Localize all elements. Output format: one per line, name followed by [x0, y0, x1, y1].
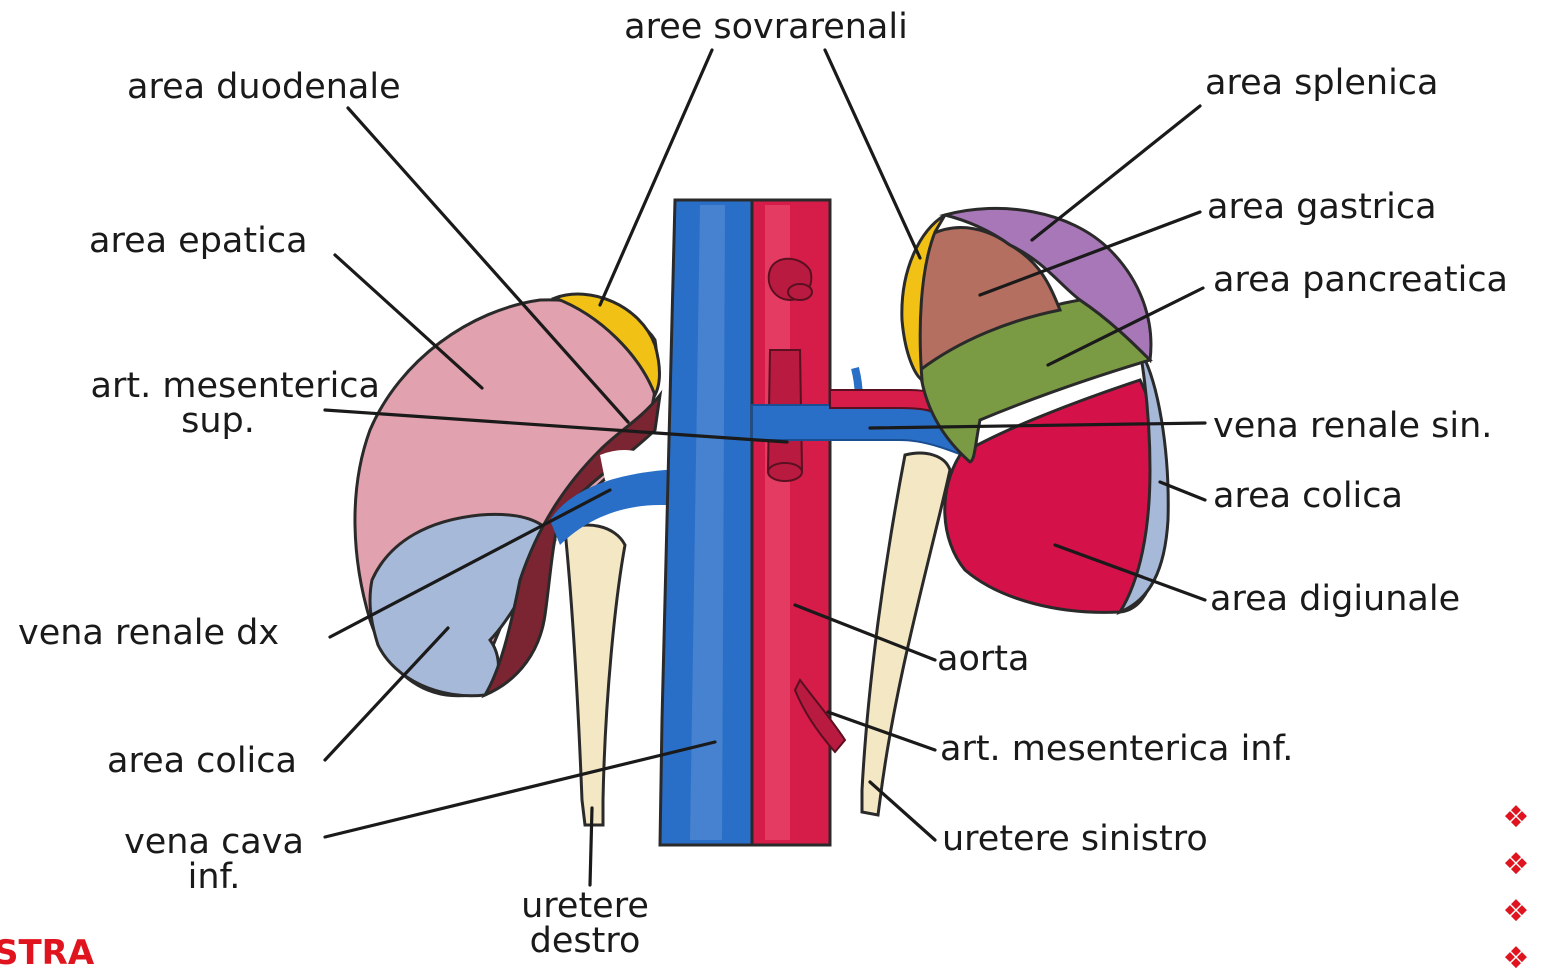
label-art-mesenterica-inf: art. mesenterica inf.: [940, 729, 1293, 769]
label-aorta: aorta: [937, 639, 1029, 679]
celiac-trunk: [769, 259, 812, 300]
partial-heading-text: STRA: [0, 936, 94, 970]
label-area-duodenale: area duodenale: [127, 67, 401, 107]
label-vena-cava-inf-line2: inf.: [188, 857, 241, 897]
label-art-mesenterica-sup: art. mesenterica: [91, 366, 380, 406]
label-vena-renale-sin: vena renale sin.: [1213, 406, 1492, 446]
label-vena-renale-dx: vena renale dx: [18, 613, 279, 653]
label-area-colica-left: area colica: [107, 741, 297, 781]
label-uretere-destro: uretere: [521, 886, 649, 926]
label-art-mesenterica-sup-line2: sup.: [181, 401, 255, 441]
label-area-pancreatica: area pancreatica: [1213, 260, 1508, 300]
diamond-bullet-icon: ❖: [1498, 847, 1534, 883]
right-ureter: [565, 525, 625, 825]
label-area-gastrica: area gastrica: [1207, 187, 1437, 227]
diamond-bullet-icon: ❖: [1498, 800, 1534, 836]
label-vena-cava-inf: vena cava: [124, 822, 304, 862]
label-area-digiunale: area digiunale: [1210, 579, 1460, 619]
left-ureter: [862, 453, 950, 815]
label-uretere-destro-line2: destro: [530, 921, 641, 959]
label-uretere-sinistro: uretere sinistro: [942, 819, 1208, 859]
diamond-bullet-icon: ❖: [1498, 941, 1534, 977]
left-kidney: [902, 208, 1168, 612]
label-area-colica-right: area colica: [1213, 476, 1403, 516]
diamond-bullet-icon: ❖: [1498, 894, 1534, 930]
label-aree-sovrarenali: aree sovrarenali: [624, 7, 908, 47]
label-area-epatica: area epatica: [89, 221, 308, 261]
label-area-splenica: area splenica: [1205, 63, 1438, 103]
